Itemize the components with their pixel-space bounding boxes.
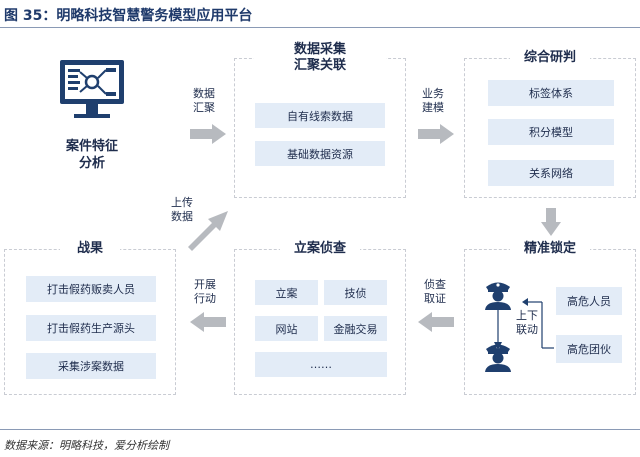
link-label: 上下 联动 bbox=[516, 309, 538, 336]
results-item: 打击假药贩卖人员 bbox=[26, 276, 156, 302]
target-item: 高危团伙 bbox=[556, 335, 622, 363]
investigate-arrow-label: 侦查 取证 bbox=[424, 278, 446, 305]
targeting-box bbox=[464, 249, 636, 395]
police-officer-icon bbox=[485, 282, 511, 310]
research-item: 关系网络 bbox=[488, 160, 614, 186]
investigation-item: 技侦 bbox=[324, 280, 387, 305]
investigation-item: 立案 bbox=[255, 280, 318, 305]
research-item: 标签体系 bbox=[488, 80, 614, 106]
investigation-item: …… bbox=[255, 352, 387, 377]
arrow-left-icon bbox=[190, 312, 226, 332]
arrow-right-icon bbox=[418, 124, 454, 144]
summary-arrow-label: 数据 汇聚 bbox=[193, 87, 215, 114]
research-item: 积分模型 bbox=[488, 119, 614, 145]
data-collection-title: 数据采集 汇聚关联 bbox=[254, 42, 386, 74]
investigation-item: 网站 bbox=[255, 316, 318, 341]
modeling-arrow-label: 业务 建模 bbox=[422, 87, 444, 114]
collection-item: 基础数据资源 bbox=[255, 141, 385, 166]
case-analysis-label: 案件特征 分析 bbox=[65, 139, 118, 171]
computer-analysis-icon bbox=[60, 60, 124, 118]
targeting-title: 精准锁定 bbox=[510, 241, 590, 257]
arrow-diagonal-up-icon bbox=[188, 211, 228, 251]
results-item: 打击假药生产源头 bbox=[26, 315, 156, 341]
upload-arrow-label: 上传 数据 bbox=[171, 196, 193, 223]
title-divider bbox=[0, 27, 640, 28]
footer-divider bbox=[0, 429, 640, 430]
data-collection-box bbox=[234, 58, 406, 198]
arrow-left-icon bbox=[418, 312, 454, 332]
police-officer-icon bbox=[485, 344, 511, 372]
results-item: 采集涉案数据 bbox=[26, 353, 156, 379]
collection-item: 自有线索数据 bbox=[255, 103, 385, 128]
develop-arrow-label: 开展 行动 bbox=[194, 278, 216, 305]
figure-title: 图 35：明略科技智慧警务模型应用平台 bbox=[4, 8, 253, 24]
source-note: 数据来源：明略科技，爱分析绘制 bbox=[4, 439, 169, 452]
arrow-right-icon bbox=[190, 124, 226, 144]
results-title: 战果 bbox=[60, 241, 120, 257]
arrow-down-icon bbox=[541, 208, 561, 236]
research-title: 综合研判 bbox=[510, 50, 590, 66]
investigation-title: 立案侦查 bbox=[280, 241, 360, 257]
investigation-item: 金融交易 bbox=[324, 316, 387, 341]
target-item: 高危人员 bbox=[556, 287, 622, 315]
bidirectional-arrow-icon bbox=[494, 298, 554, 350]
